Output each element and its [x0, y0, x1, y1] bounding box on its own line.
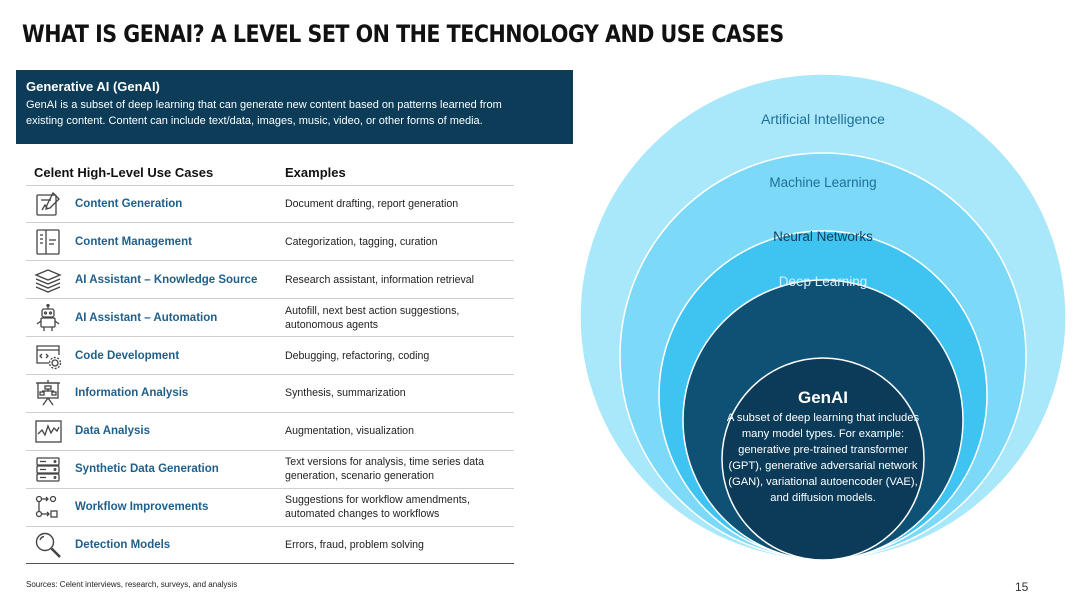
use-case-examples: Autofill, next best action suggestions, …: [285, 298, 514, 338]
table-row: AI Assistant – Automation Autofill, next…: [26, 298, 514, 338]
code-gear-icon: [33, 341, 75, 371]
book-stack-icon: [33, 265, 75, 295]
table-header-row: Celent High-Level Use Cases Examples: [26, 160, 514, 186]
definition-line: GenAI is a subset of deep learning that …: [26, 99, 502, 111]
magnifier-icon: [33, 530, 75, 560]
deep-learning-label: Deep Learning: [779, 274, 868, 289]
definition-heading: Generative AI (GenAI): [26, 79, 160, 94]
example-line: automated changes to workflows: [285, 508, 440, 521]
use-case-name: Data Analysis: [75, 412, 285, 451]
example-line: Errors, fraud, problem solving: [285, 538, 424, 551]
genai-description-line: A subset of deep learning that includes: [727, 412, 920, 424]
use-case-examples: Augmentation, visualization: [285, 412, 514, 451]
example-line: Document drafting, report generation: [285, 197, 459, 210]
use-case-examples: Research assistant, information retrieva…: [285, 260, 514, 300]
table-row: Code Development Debugging, refactoring,…: [26, 336, 514, 375]
genai-description-line: (GPT), generative adversarial network: [728, 460, 917, 472]
use-cases-table: Celent High-Level Use Cases Examples Con…: [26, 160, 514, 565]
machine-learning-label: Machine Learning: [769, 175, 876, 190]
artificial-intelligence-label: Artificial Intelligence: [761, 111, 885, 127]
definition-box: Generative AI (GenAI) GenAI is a subset …: [16, 70, 573, 144]
genai-description-line: generative pre-trained transformer: [738, 444, 908, 456]
table-row: Synthetic Data Generation Text versions …: [26, 450, 514, 489]
use-case-examples: Errors, fraud, problem solving: [285, 526, 514, 565]
document-edit-icon: [33, 189, 75, 219]
use-case-name: AI Assistant – Automation: [75, 298, 285, 338]
use-cases-column-header: Celent High-Level Use Cases: [26, 160, 285, 186]
use-case-name: Detection Models: [75, 526, 285, 565]
genai-description-line: and diffusion models.: [770, 492, 876, 504]
use-case-name: Content Management: [75, 222, 285, 262]
use-case-name: AI Assistant – Knowledge Source: [75, 260, 285, 300]
use-case-name: Content Generation: [75, 185, 285, 224]
page-number: 15: [1015, 580, 1029, 594]
table-row: Information Analysis Synthesis, summariz…: [26, 374, 514, 413]
example-line: Synthesis, summarization: [285, 387, 406, 400]
use-case-examples: Categorization, tagging, curation: [285, 222, 514, 262]
table-row: Data Analysis Augmentation, visualizatio…: [26, 412, 514, 451]
example-line: autonomous agents: [285, 318, 379, 331]
use-case-name: Workflow Improvements: [75, 488, 285, 527]
use-case-examples: Document drafting, report generation: [285, 185, 514, 224]
genai-description-line: many model types. For example:: [742, 428, 904, 440]
example-line: Suggestions for workflow amendments,: [285, 494, 470, 507]
genai-description-line: (GAN), variational autoencoder (VAE),: [728, 476, 917, 488]
workflow-icon: [33, 492, 75, 522]
genai-title: GenAI: [798, 388, 848, 407]
table-row: Detection Models Errors, fraud, problem …: [26, 526, 514, 565]
neural-networks-label: Neural Networks: [773, 229, 873, 244]
use-case-name: Code Development: [75, 336, 285, 375]
presentation-chart-icon: [33, 378, 75, 408]
robot-icon: [33, 303, 75, 333]
use-case-examples: Text versions for analysis, time series …: [285, 450, 514, 489]
table-row: Content Generation Document drafting, re…: [26, 185, 514, 224]
content-layout-icon: [33, 227, 75, 257]
use-case-examples: Suggestions for workflow amendments, aut…: [285, 488, 514, 527]
example-line: Research assistant, information retrieva…: [285, 273, 475, 286]
example-line: Debugging, refactoring, coding: [285, 349, 430, 362]
page-title: WHAT IS GENAI? A LEVEL SET ON THE TECHNO…: [22, 20, 784, 48]
server-icon: [33, 454, 75, 484]
table-row: Content Management Categorization, taggi…: [26, 222, 514, 262]
example-line: generation, scenario generation: [285, 470, 435, 483]
sources-note: Sources: Celent interviews, research, su…: [26, 580, 238, 589]
examples-column-header: Examples: [285, 160, 514, 186]
use-case-examples: Synthesis, summarization: [285, 374, 514, 413]
table-row: AI Assistant – Knowledge Source Research…: [26, 260, 514, 300]
line-chart-icon: [33, 416, 75, 446]
table-row: Workflow Improvements Suggestions for wo…: [26, 488, 514, 527]
use-case-examples: Debugging, refactoring, coding: [285, 336, 514, 375]
ai-nested-circles-diagram: Artificial Intelligence Machine Learning…: [576, 60, 1070, 580]
use-case-name: Information Analysis: [75, 374, 285, 413]
definition-text: GenAI is a subset of deep learning that …: [26, 97, 563, 129]
example-line: Augmentation, visualization: [285, 425, 414, 438]
genai-circle: [721, 357, 925, 561]
use-case-name: Synthetic Data Generation: [75, 450, 285, 489]
example-line: Text versions for analysis, time series …: [285, 456, 485, 469]
example-line: Categorization, tagging, curation: [285, 235, 438, 248]
example-line: Autofill, next best action suggestions,: [285, 304, 460, 317]
definition-line: existing content. Content can include te…: [26, 115, 483, 127]
